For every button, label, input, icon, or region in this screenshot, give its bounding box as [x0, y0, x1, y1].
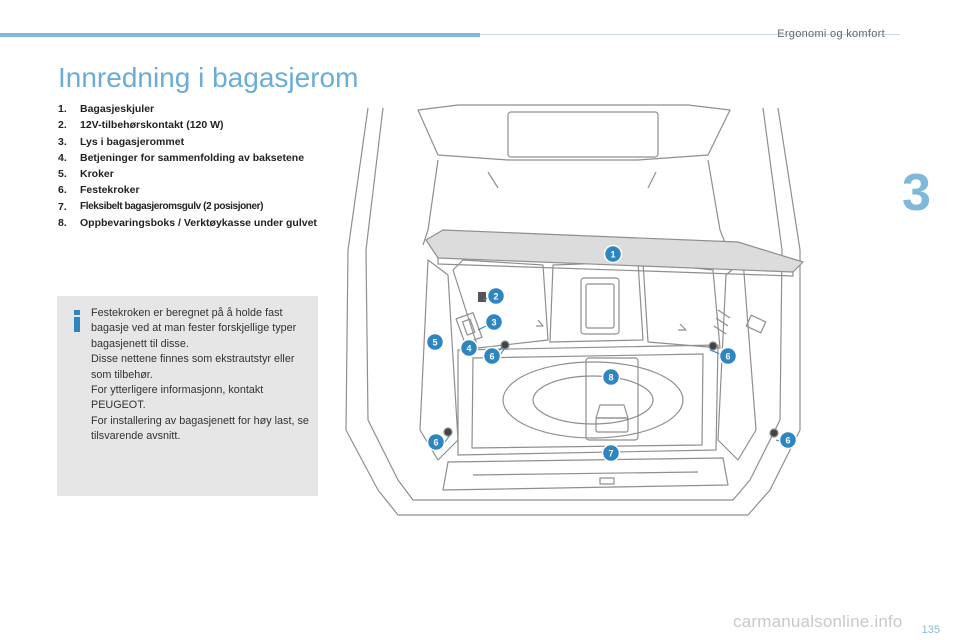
page-number: 135: [921, 624, 940, 636]
callout-6: 6: [482, 346, 502, 366]
svg-text:6: 6: [489, 352, 494, 362]
list-item: 5.Kroker: [58, 168, 114, 181]
header-accent-bar: [0, 33, 480, 37]
list-item: 7.Fleksibelt bagasjeromsgulv (2 posisjon…: [58, 200, 264, 213]
info-paragraph: Festekroken er beregnet på å holde fast …: [91, 307, 297, 350]
info-paragraph: For installering av bagasjenett for høy …: [91, 414, 309, 443]
callout-6: 6: [718, 346, 738, 366]
list-item: 6.Festekroker: [58, 184, 140, 197]
svg-text:6: 6: [785, 436, 790, 446]
header-rule: [480, 34, 900, 35]
svg-text:6: 6: [433, 438, 438, 448]
svg-text:4: 4: [466, 344, 471, 354]
list-item: 1.Bagasjeskjuler: [58, 103, 155, 115]
callout-4: 4: [459, 338, 479, 358]
list-item: 3.Lys i bagasjerommet: [58, 135, 185, 148]
list-item: 4.Betjeninger for sammenfolding av bakse…: [58, 151, 305, 164]
svg-text:6: 6: [725, 352, 730, 362]
callout-8: 8: [601, 367, 621, 387]
legend-list: 1.Bagasjeskjuler 2.12V-tilbehørskontakt …: [58, 101, 338, 231]
svg-text:3: 3: [491, 318, 496, 328]
callout-1: 1: [603, 244, 623, 264]
callout-3: 3: [484, 312, 504, 332]
svg-text:8: 8: [608, 373, 613, 383]
info-icon: [74, 310, 80, 332]
callout-6: 6: [426, 432, 446, 452]
info-paragraph: Disse nettene finnes som ekstrautstyr el…: [91, 353, 295, 381]
page-title: Innredning i bagasjerom: [58, 62, 359, 93]
callout-5: 5: [425, 332, 445, 352]
watermark: carmanualsonline.info: [733, 612, 903, 631]
callout-6: 6: [778, 430, 798, 450]
svg-text:1: 1: [610, 250, 615, 260]
section-label: Ergonomi og komfort: [777, 28, 885, 40]
svg-text:2: 2: [493, 292, 498, 302]
chapter-number: 3: [902, 164, 931, 222]
callout-2: 2: [486, 286, 506, 306]
info-text: Festekroken er beregnet på å holde fast …: [91, 306, 311, 445]
info-box: Festekroken er beregnet på å holde fast …: [57, 296, 318, 496]
list-item: 2.12V-tilbehørskontakt (120 W): [58, 119, 224, 132]
list-item: 8.Oppbevaringsboks / Verktøykasse under …: [58, 217, 317, 230]
trunk-illustration: 1 2 3 4 5 6 6 6 6 6 7 8: [345, 104, 804, 516]
info-paragraph: For ytterligere informasjonn, kontakt PE…: [91, 384, 264, 412]
callout-7: 7: [601, 443, 621, 463]
svg-text:5: 5: [432, 338, 437, 348]
svg-text:7: 7: [608, 449, 613, 459]
